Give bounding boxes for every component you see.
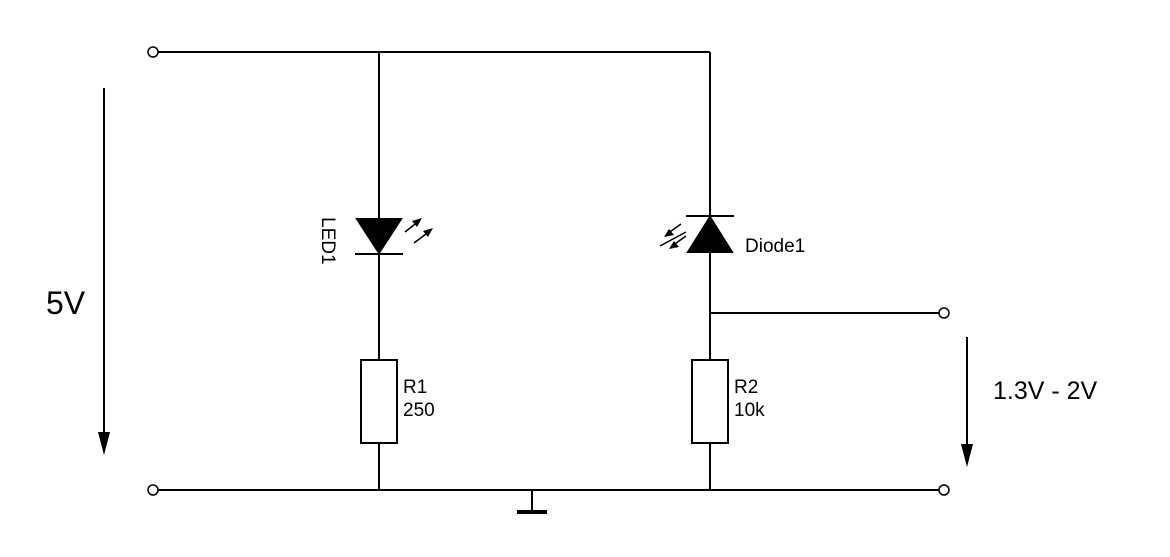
r1-designator: R1 — [403, 377, 427, 398]
photodiode-triangle — [686, 215, 734, 253]
led-emission-arrows-icon — [404, 218, 433, 244]
supply-voltage-label: 5V — [46, 285, 86, 321]
terminal-bottom-left — [147, 484, 159, 496]
terminal-top-left — [147, 46, 159, 58]
diode-designator: Diode1 — [745, 236, 805, 257]
photodiode-symbol — [659, 215, 734, 253]
output-range-label: 1.3V - 2V — [993, 377, 1098, 405]
supply-voltage-arrow — [98, 88, 110, 455]
r2-designator: R2 — [734, 377, 758, 398]
r1-value: 250 — [403, 400, 435, 421]
r1-resistor-body — [360, 359, 398, 444]
r2-resistor-body — [691, 359, 729, 444]
output-voltage-arrow — [961, 337, 973, 467]
terminal-output-bottom — [938, 484, 950, 496]
terminal-output-top — [938, 307, 950, 319]
r2-value: 10k — [734, 400, 765, 421]
led-designator: LED1 — [317, 217, 338, 265]
photodiode-incoming-light-icon — [659, 223, 687, 249]
led-triangle — [355, 218, 403, 255]
led-symbol — [355, 218, 433, 255]
